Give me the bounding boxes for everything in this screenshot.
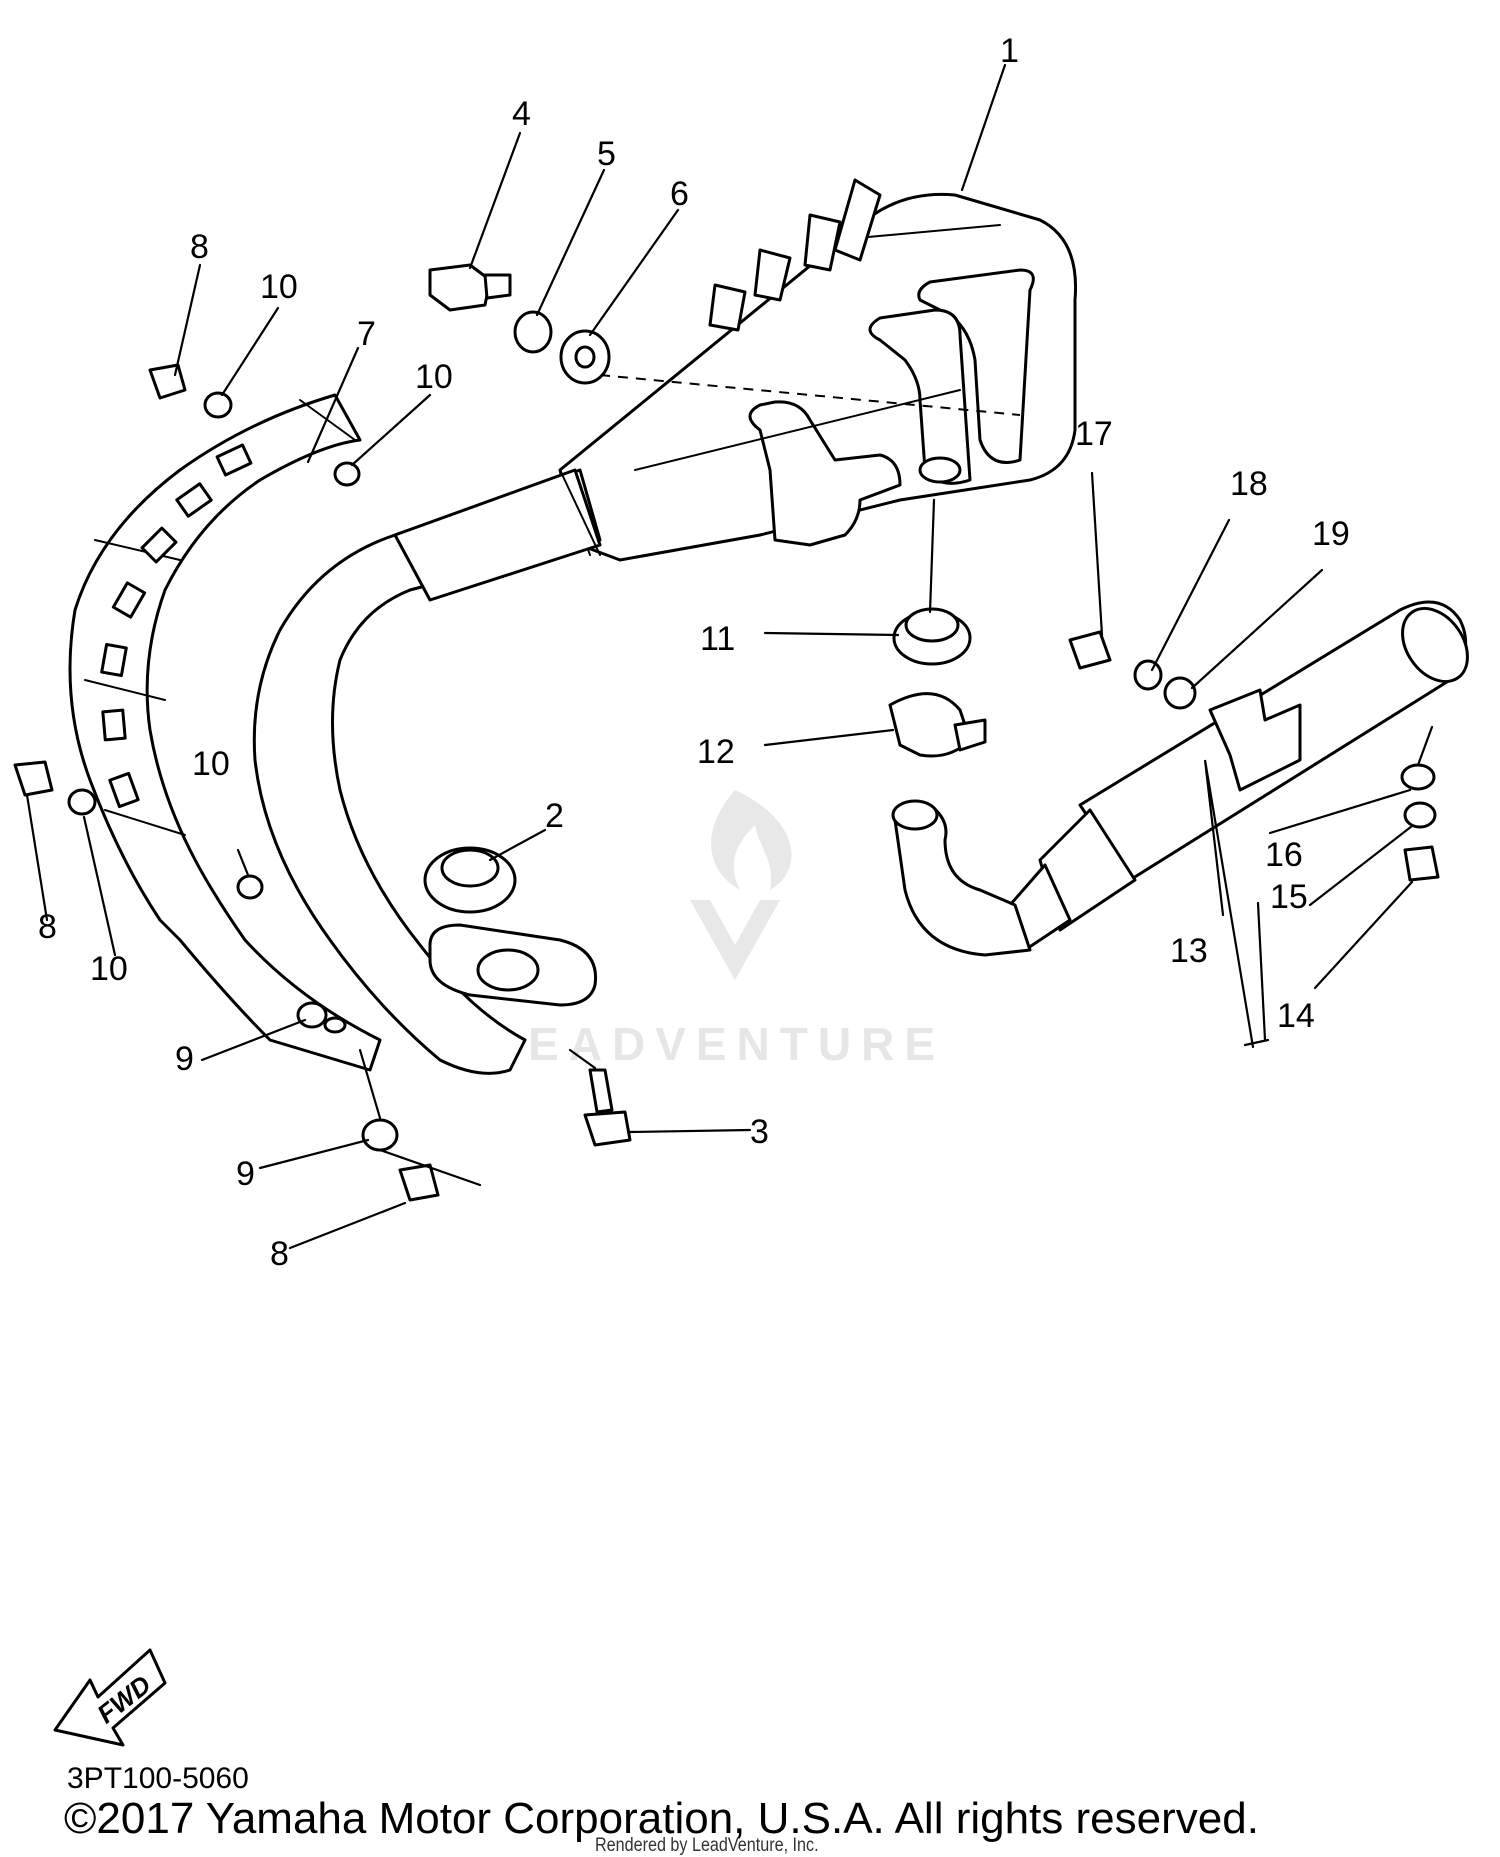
watermark-text: LEADVENTURE	[490, 1018, 945, 1070]
callout-12: 12	[697, 733, 735, 771]
callout-8-left: 8	[38, 908, 57, 946]
callout-9-upper: 9	[175, 1040, 194, 1078]
callout-14: 14	[1277, 997, 1315, 1035]
part-10-washer-top	[203, 391, 233, 419]
diagram-code: 3PT100-5060	[67, 1762, 249, 1795]
callout-10-center: 10	[192, 745, 230, 783]
callout-numbers: 1 2 3 4 5 6 7 8 8 8 9 9 10 10 10 10 11 1…	[38, 32, 1350, 1273]
fwd-arrow: FWD	[53, 1648, 167, 1747]
part-9-collar-lower	[361, 1118, 399, 1152]
part-19-washer	[1163, 676, 1197, 710]
part-9-collar-upper	[296, 1001, 328, 1029]
callout-2: 2	[545, 797, 564, 835]
part-8-screw-bottom	[398, 1163, 440, 1202]
part-5-washer	[513, 310, 553, 354]
callout-8-bottom: 8	[270, 1235, 289, 1273]
part-16-collar	[1400, 763, 1436, 791]
exhaust-flange	[428, 923, 598, 1007]
copyright-notice: ©2017 Yamaha Motor Corporation, U.S.A. A…	[64, 1794, 1259, 1843]
callout-10-top: 10	[260, 268, 298, 306]
part-1-muffler-body	[558, 178, 1078, 562]
callout-3: 3	[750, 1113, 769, 1151]
part-11-grommet	[892, 607, 972, 666]
part-10-washer-mid	[333, 461, 361, 487]
callout-6: 6	[670, 175, 689, 213]
callout-17: 17	[1075, 415, 1113, 453]
rendered-by-notice: Rendered by LeadVenture, Inc.	[595, 1835, 819, 1856]
exhaust-pipe	[252, 468, 602, 1075]
part-3-bolt	[583, 1068, 632, 1147]
callout-18: 18	[1230, 465, 1268, 503]
callout-13: 13	[1170, 932, 1208, 970]
part-13-silencer	[891, 600, 1469, 957]
callout-15: 15	[1270, 878, 1308, 916]
part-8-screw-top	[148, 363, 187, 400]
callout-4: 4	[512, 95, 531, 133]
callout-11: 11	[700, 620, 735, 658]
callout-16: 16	[1265, 836, 1303, 874]
part-2-gasket	[423, 846, 517, 914]
part-12-clamp	[888, 692, 987, 758]
part-8-screw-left	[13, 760, 54, 797]
part-10-washer-center	[236, 874, 264, 900]
part-17-bolt	[1068, 630, 1112, 670]
callout-10-left: 10	[90, 950, 128, 988]
part-7-heat-protector	[68, 393, 382, 1072]
callout-1: 1	[1000, 32, 1019, 70]
part-14-screw	[1403, 845, 1440, 882]
part-18-washer	[1133, 659, 1163, 691]
callout-5: 5	[597, 135, 616, 173]
part-4-bolt	[428, 263, 512, 312]
callout-8-top: 8	[190, 228, 209, 266]
part-15-washer	[1403, 801, 1437, 829]
leadventure-watermark: LEADVENTURE	[490, 790, 945, 1070]
callout-19: 19	[1312, 515, 1350, 553]
leader-lines	[25, 63, 1434, 1250]
part-6-washer	[559, 329, 611, 385]
part-10-washer-left	[67, 788, 97, 816]
callout-7: 7	[357, 315, 376, 353]
callout-10-mid: 10	[415, 358, 453, 396]
callout-9-lower: 9	[236, 1155, 255, 1193]
